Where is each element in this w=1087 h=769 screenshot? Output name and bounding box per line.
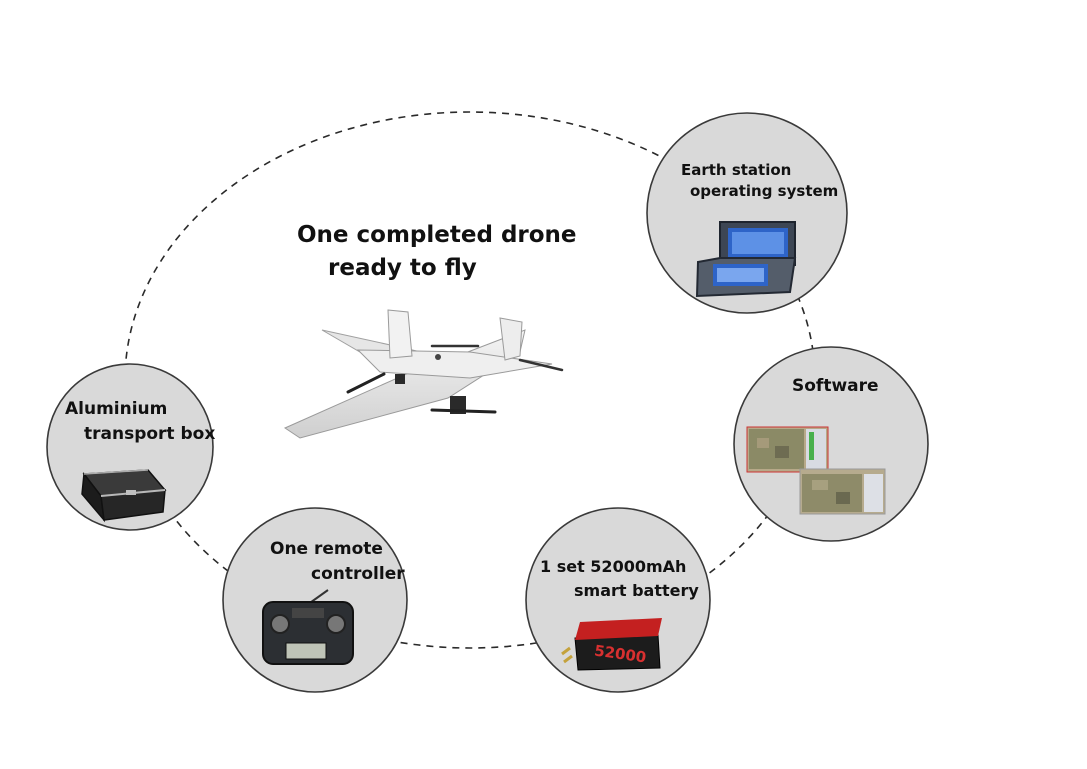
- battery-icon: 52000: [561, 618, 662, 671]
- box-label-line1: Aluminium: [65, 399, 168, 419]
- remote-controller-icon: [262, 589, 354, 665]
- transport-case-icon: [81, 469, 167, 523]
- box-label-line2: transport box: [84, 424, 216, 444]
- map-screenshot-icon: [746, 426, 886, 515]
- battery-label-line2: smart battery: [574, 581, 699, 600]
- earth-station-label-line1: Earth station: [681, 161, 792, 179]
- battery-label-line1: 1 set 52000mAh: [540, 557, 687, 576]
- diagram-title-line1: One completed drone: [297, 222, 577, 248]
- battery-node: [525, 507, 711, 693]
- diagram-title-line2: ready to fly: [328, 255, 477, 281]
- earth-station-label-line2: operating system: [690, 182, 839, 200]
- drone-image: [283, 309, 564, 439]
- remote-label-line1: One remote: [270, 539, 383, 559]
- remote-label-line2: controller: [311, 564, 405, 584]
- laptop-icon: [695, 221, 797, 298]
- software-label: Software: [792, 376, 879, 396]
